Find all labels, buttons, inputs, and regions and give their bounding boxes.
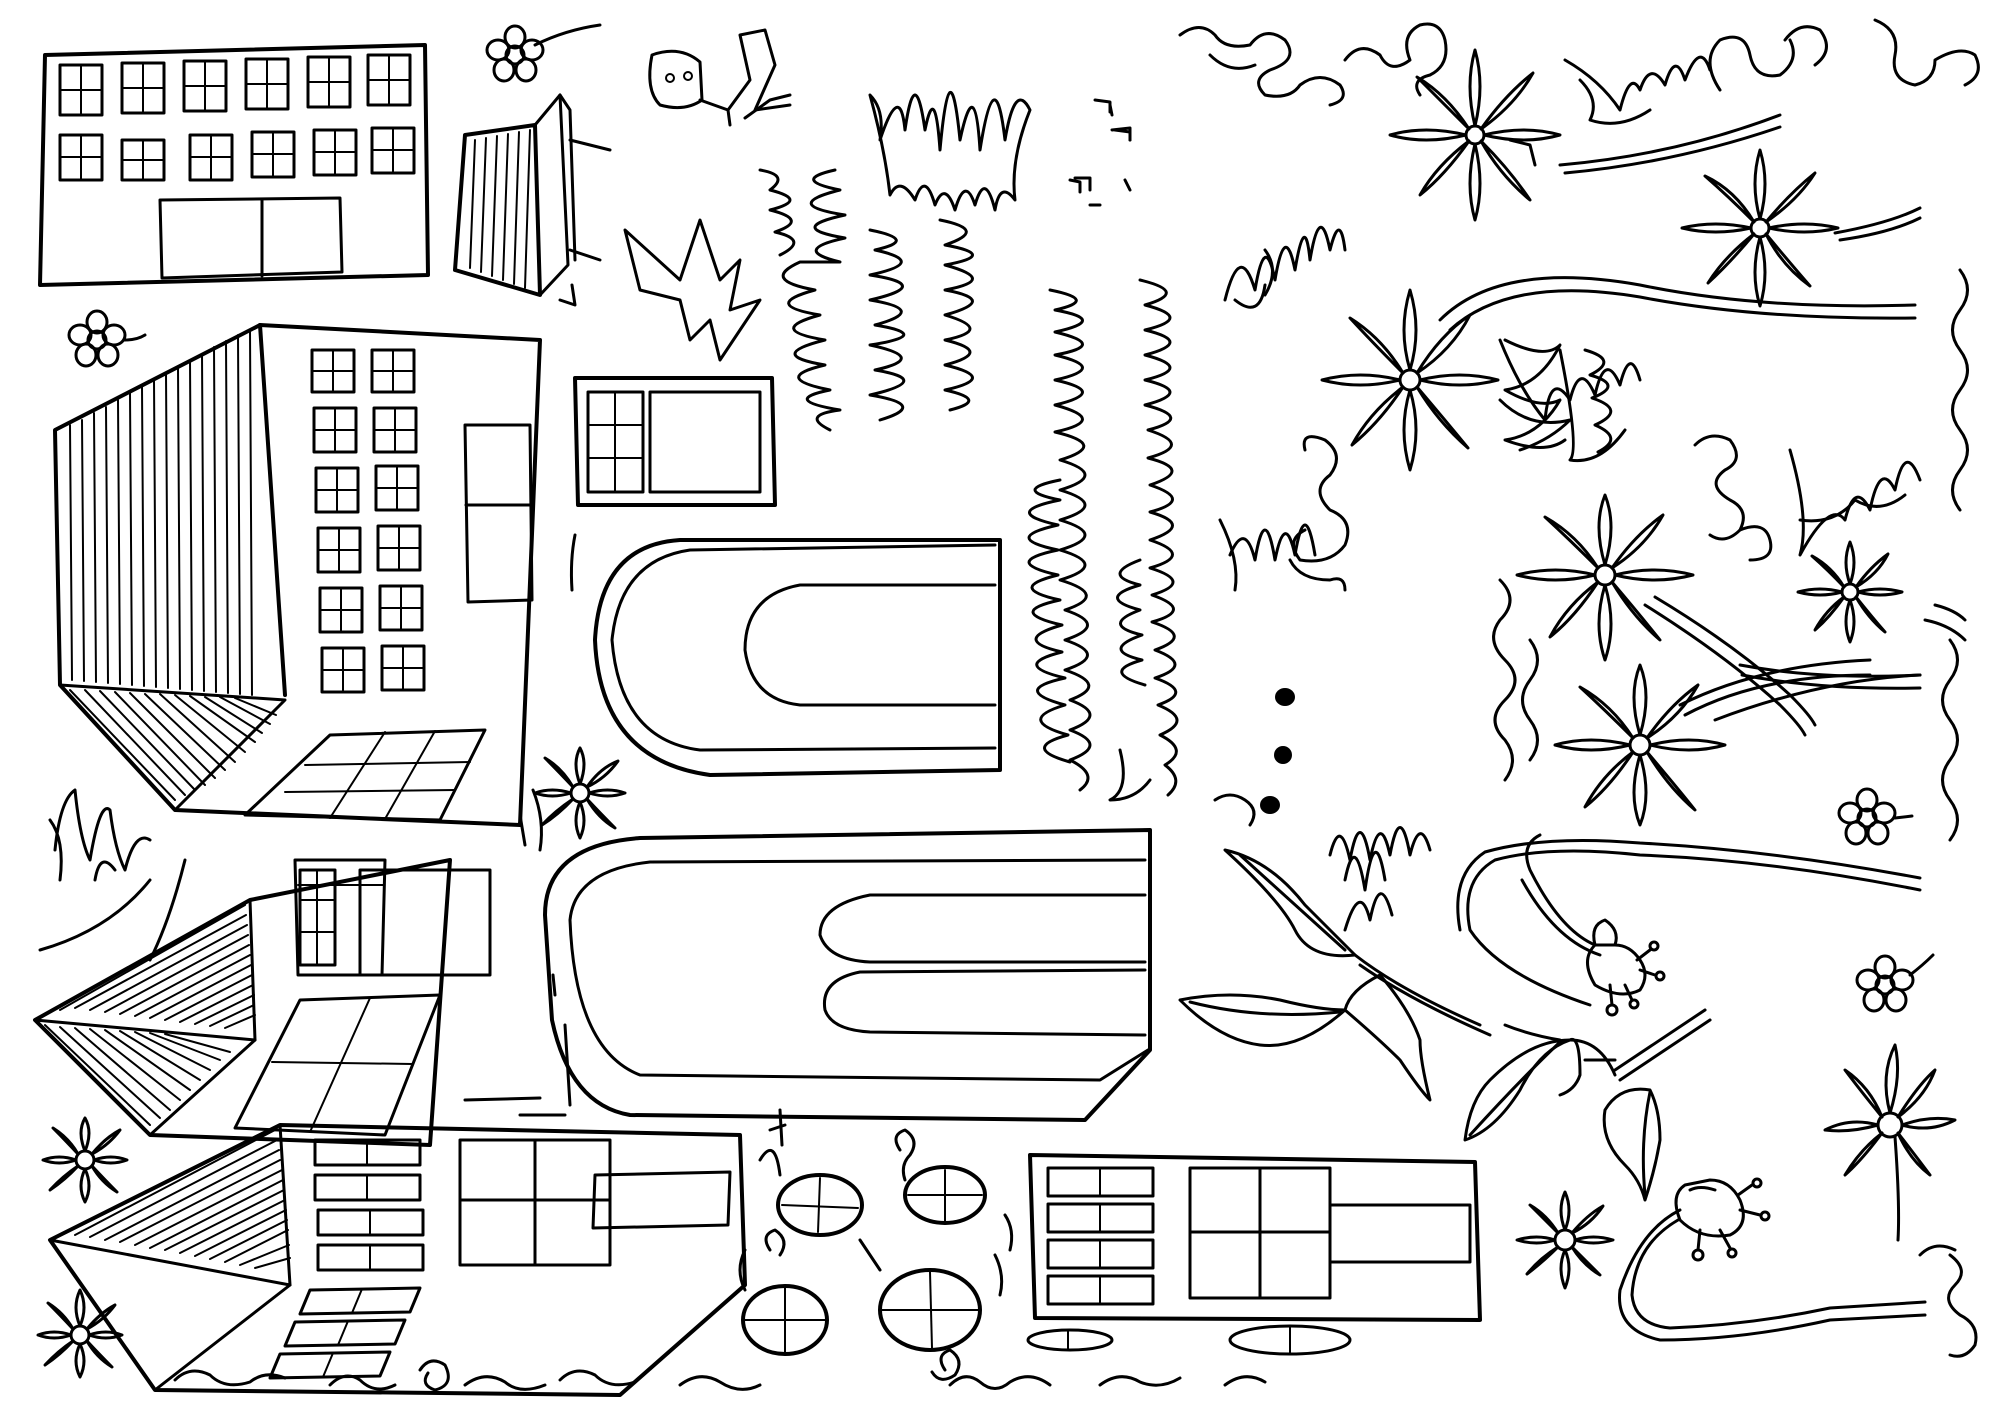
flower-icon (1520, 833, 1927, 1342)
building-perspective-icon (53, 323, 542, 827)
pebble-icon (741, 1165, 1352, 1356)
leaf-branch-icon (1178, 848, 1712, 1202)
flower-icon (67, 23, 1935, 1013)
dot-icon (1260, 688, 1295, 814)
daisy-icon (36, 48, 1957, 1379)
squiggle-icon (173, 18, 1980, 1392)
chair-icon (453, 93, 612, 307)
building-front-icon (1028, 1153, 1482, 1322)
building-perspective-icon (48, 1123, 747, 1397)
arch-door-icon (543, 828, 1152, 1122)
grass-tuft-icon (38, 55, 1922, 962)
leaf-branch-icon (1456, 663, 1922, 1007)
building-perspective-icon (33, 858, 492, 1147)
chair-icon (648, 28, 792, 127)
squiggle-icon (1073, 103, 1132, 207)
arch-door-icon (593, 538, 1002, 777)
window-icon (573, 376, 777, 507)
building-front-icon (38, 43, 430, 287)
